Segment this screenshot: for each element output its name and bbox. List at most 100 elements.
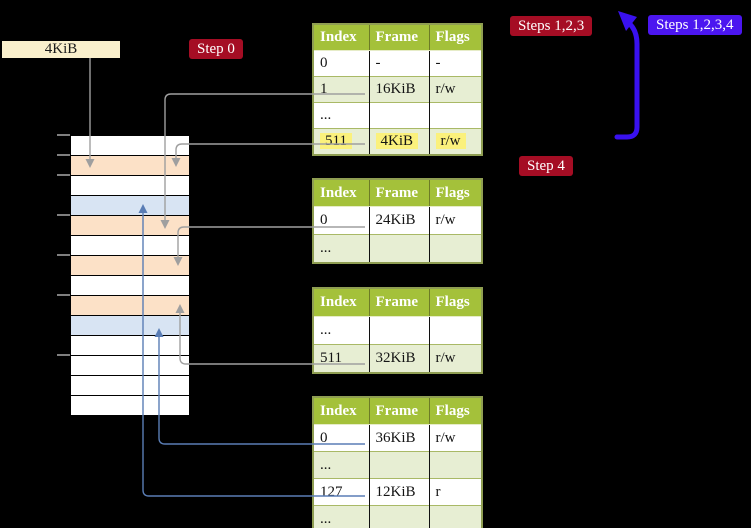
frame-cell: 12KiB [369,478,430,506]
memory-row-blue [71,196,189,216]
steps-1-2-3-4-label: Steps 1,2,3,4 [648,15,742,35]
memory-row-peach [71,216,189,236]
flags-cell [429,234,482,263]
flags-cell [429,451,482,479]
flags-cell [429,316,482,345]
index-cell: ... [313,234,370,263]
highlighted-value: 4KiB [375,133,419,149]
table-row: ... [313,505,482,528]
memory-row-white [71,396,189,415]
frame-cell [369,505,430,528]
frame-cell [369,102,430,129]
flags-cell [429,505,482,528]
column-header-frame: Frame [369,288,430,317]
frame-cell [369,316,430,345]
highlighted-value: r/w [435,133,466,149]
flags-cell [429,102,482,129]
index-cell: 0 [313,424,370,452]
memory-tick [57,134,70,136]
index-cell: 511 [313,344,370,373]
index-cell: 0 [313,50,370,77]
frame-cell: 16KiB [369,76,430,103]
step-4-label: Step 4 [519,156,573,176]
column-header-frame: Frame [369,24,430,51]
memory-tick [57,214,70,216]
memory-row-peach [71,296,189,316]
flags-cell: r/w [429,206,482,235]
memory-tick [57,254,70,256]
column-header-flags: Flags [429,397,482,425]
table-row: 0-- [313,50,482,77]
table-row: ... [313,234,482,263]
memory-row-peach [71,156,189,176]
highlighted-value: 511 [320,133,352,149]
index-cell: ... [313,316,370,345]
steps-1-2-3-label: Steps 1,2,3 [510,16,593,36]
memory-tick [57,294,70,296]
frame-cell: 24KiB [369,206,430,235]
table-row: ... [313,316,482,345]
column-header-frame: Frame [369,397,430,425]
flags-cell: r/w [429,76,482,103]
4kib-frame-label: 4KiB [2,41,120,58]
flags-cell: r/w [429,344,482,373]
index-cell: 127 [313,478,370,506]
memory-row-white [71,336,189,356]
column-header-frame: Frame [369,179,430,207]
memory-tick [57,174,70,176]
memory-row-white [71,176,189,196]
frame-cell: 32KiB [369,344,430,373]
memory-row-white [71,356,189,376]
memory-tick [57,354,70,356]
column-header-index: Index [313,288,370,317]
memory-tick [57,154,70,156]
physical-memory-column [70,135,190,416]
index-cell: 0 [313,206,370,235]
frame-cell: 36KiB [369,424,430,452]
memory-row-white [71,276,189,296]
frame-cell: 4KiB [369,128,430,155]
table-row: 511 4KiB r/w [313,128,482,155]
memory-row-blue [71,316,189,336]
index-cell: ... [313,451,370,479]
steps-loop-arrow [614,18,640,140]
index-cell: 1 [313,76,370,103]
flags-cell: r/w [429,128,482,155]
index-cell: ... [313,505,370,528]
frame-cell [369,451,430,479]
flags-cell: - [429,50,482,77]
arrowhead-upleft-icon [618,11,637,31]
frame-cell [369,234,430,263]
column-header-index: Index [313,179,370,207]
index-cell: 511 [313,128,370,155]
memory-row-white [71,136,189,156]
table-row: ... [313,451,482,479]
flags-cell: r/w [429,424,482,452]
column-header-flags: Flags [429,179,482,207]
memory-row-white [71,376,189,396]
column-header-index: Index [313,24,370,51]
column-header-flags: Flags [429,288,482,317]
step-0-label: Step 0 [189,39,243,59]
flags-cell: r [429,478,482,506]
memory-row-white [71,236,189,256]
frame-cell: - [369,50,430,77]
column-header-index: Index [313,397,370,425]
table-row: ... [313,102,482,129]
memory-row-peach [71,256,189,276]
index-cell: ... [313,102,370,129]
